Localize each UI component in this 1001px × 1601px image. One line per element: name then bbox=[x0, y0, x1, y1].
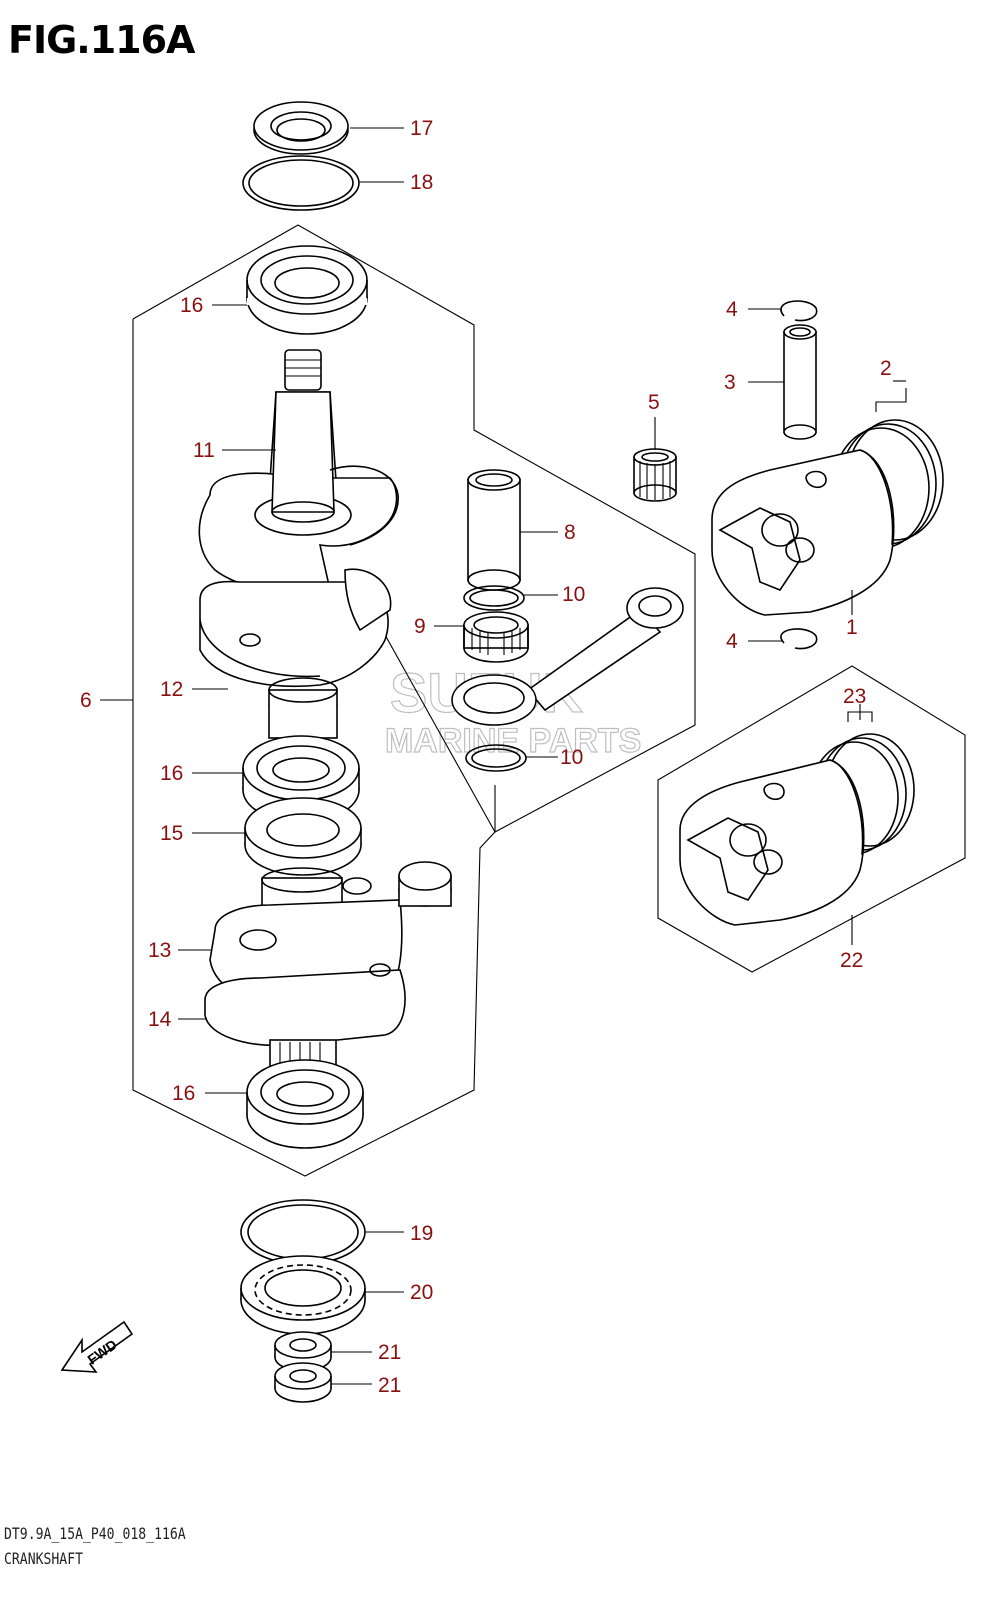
callout-9: 9 bbox=[414, 615, 426, 638]
callout-21: 21 bbox=[378, 1341, 401, 1364]
bearing-16-top bbox=[246, 245, 368, 335]
bearing-9 bbox=[463, 611, 529, 663]
callout-21b: 21 bbox=[378, 1374, 401, 1397]
callout-20: 20 bbox=[410, 1281, 433, 1304]
callout-16c: 16 bbox=[172, 1082, 195, 1105]
callout-labels: 17 18 16 4 3 2 5 11 8 10 9 1 4 6 12 23 1… bbox=[80, 117, 892, 1397]
callout-16b: 16 bbox=[160, 762, 183, 785]
assembly-outline bbox=[132, 224, 696, 1177]
bearing-16-mid bbox=[242, 735, 360, 823]
piston-pin-3 bbox=[783, 324, 817, 440]
callout-15: 15 bbox=[160, 822, 183, 845]
callout-4b: 4 bbox=[726, 630, 738, 653]
piston-1 bbox=[711, 419, 944, 616]
leader-lines bbox=[100, 127, 906, 1385]
figure-title: FIG.116A bbox=[8, 18, 195, 62]
callout-23: 23 bbox=[843, 685, 866, 708]
crank-web-12 bbox=[199, 568, 392, 739]
callout-13: 13 bbox=[148, 939, 171, 962]
callout-8: 8 bbox=[564, 521, 576, 544]
circlip-4-bottom bbox=[780, 628, 818, 650]
oil-seal-21-b bbox=[274, 1362, 332, 1403]
callout-3: 3 bbox=[724, 371, 736, 394]
callout-2: 2 bbox=[880, 357, 892, 380]
callout-14: 14 bbox=[148, 1008, 172, 1031]
callout-17: 17 bbox=[410, 117, 433, 140]
figure-name: CRANKSHAFT bbox=[4, 1549, 83, 1568]
needle-bearing-5 bbox=[633, 448, 677, 502]
o-ring-19 bbox=[240, 1199, 366, 1265]
figure-code: DT9.9A_15A_P40_018_116A bbox=[4, 1524, 186, 1543]
callout-19: 19 bbox=[410, 1222, 433, 1245]
o-ring-18 bbox=[242, 155, 360, 211]
crank-pin-8 bbox=[467, 469, 521, 591]
callout-18: 18 bbox=[410, 171, 433, 194]
callout-22: 22 bbox=[840, 949, 863, 972]
thrust-washer-10-top bbox=[463, 585, 525, 611]
watermark-subtitle: MARINE PARTS bbox=[385, 722, 641, 760]
oil-seal-20 bbox=[240, 1255, 366, 1335]
callout-10: 10 bbox=[562, 583, 585, 606]
thrust-washer-10-bottom bbox=[465, 744, 527, 772]
callout-6: 6 bbox=[80, 689, 92, 712]
fwd-arrow-icon: FWD bbox=[60, 1320, 134, 1373]
crankshaft-lower bbox=[204, 861, 452, 1081]
callout-1: 1 bbox=[846, 616, 858, 639]
seal-15 bbox=[244, 797, 362, 876]
callout-12: 12 bbox=[160, 678, 183, 701]
circlip-4-top bbox=[780, 300, 818, 322]
callout-11: 11 bbox=[193, 439, 215, 462]
piston-22 bbox=[679, 733, 915, 926]
callout-4: 4 bbox=[726, 298, 738, 321]
crankshaft-upper bbox=[198, 349, 399, 595]
oversize-piston-box bbox=[657, 665, 966, 973]
connecting-rod bbox=[451, 587, 684, 726]
oil-seal-17 bbox=[253, 101, 349, 155]
callout-16: 16 bbox=[180, 294, 203, 317]
callout-10b: 10 bbox=[560, 746, 583, 769]
callout-5: 5 bbox=[648, 391, 660, 414]
bearing-16-low bbox=[246, 1059, 364, 1149]
